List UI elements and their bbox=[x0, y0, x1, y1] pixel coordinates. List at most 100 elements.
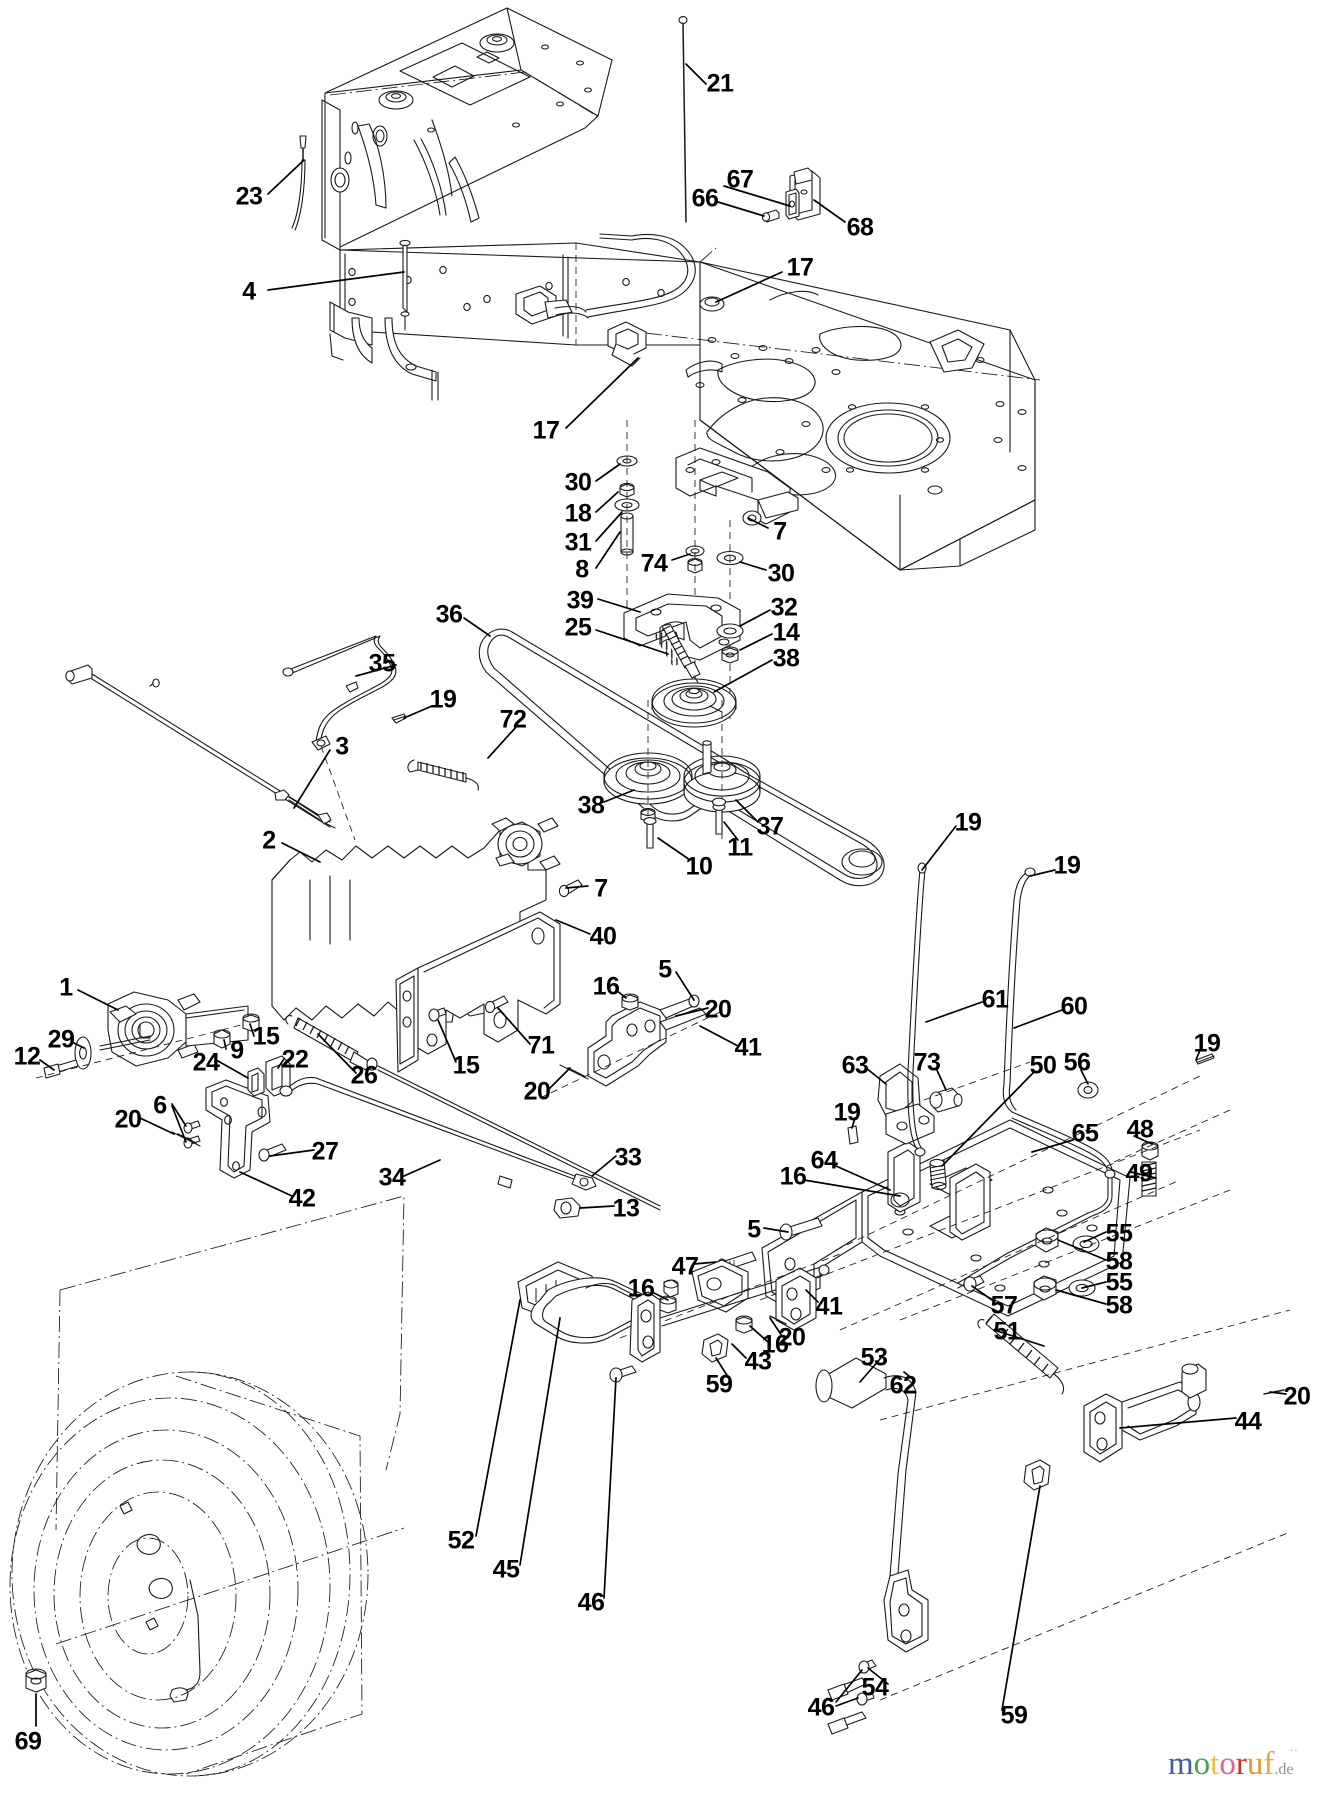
callout-42: 42 bbox=[288, 1184, 316, 1213]
callout-64: 64 bbox=[810, 1146, 838, 1175]
callout-21: 21 bbox=[706, 69, 734, 98]
watermark-letter: r bbox=[1235, 1746, 1247, 1782]
rod-34-33 bbox=[279, 1076, 597, 1191]
callout-19e: 19 bbox=[833, 1098, 861, 1127]
park-brake-pedal bbox=[815, 1309, 1291, 1735]
callout-11: 11 bbox=[727, 833, 753, 862]
callout-12: 12 bbox=[13, 1042, 41, 1071]
callout-16c: 16 bbox=[627, 1274, 655, 1303]
control-panel-assembly bbox=[759, 862, 1231, 1331]
belt-and-pulleys bbox=[478, 628, 885, 887]
callout-74: 74 bbox=[640, 549, 668, 578]
callout-2: 2 bbox=[262, 826, 276, 855]
watermark-letter: m bbox=[1168, 1746, 1194, 1782]
part-rod-21 bbox=[678, 16, 688, 223]
callout-9: 9 bbox=[230, 1036, 244, 1065]
callout-33: 33 bbox=[614, 1143, 642, 1172]
callout-7a: 7 bbox=[773, 517, 787, 546]
watermark-letter: f bbox=[1263, 1746, 1275, 1782]
callout-58b: 58 bbox=[1105, 1291, 1133, 1320]
leader-lines bbox=[35, 63, 1287, 1727]
callout-40: 40 bbox=[589, 922, 617, 951]
callout-30a: 30 bbox=[564, 468, 592, 497]
callout-20a: 20 bbox=[704, 995, 732, 1024]
switch-assembly-66-67-68 bbox=[761, 167, 821, 223]
callout-41b: 41 bbox=[815, 1292, 843, 1321]
callout-36: 36 bbox=[435, 600, 463, 629]
callout-16a: 16 bbox=[592, 972, 620, 1001]
callout-63: 63 bbox=[841, 1051, 869, 1080]
callout-5a: 5 bbox=[658, 955, 672, 984]
watermark-letter: u bbox=[1246, 1746, 1264, 1782]
callout-20d: 20 bbox=[778, 1323, 806, 1352]
callout-58a: 58 bbox=[1105, 1247, 1133, 1276]
callout-27: 27 bbox=[311, 1137, 339, 1166]
callout-54: 54 bbox=[861, 1673, 889, 1702]
callout-24: 24 bbox=[192, 1048, 220, 1077]
callout-41a: 41 bbox=[734, 1033, 762, 1062]
callout-43: 43 bbox=[744, 1347, 772, 1376]
callout-3: 3 bbox=[335, 732, 349, 761]
callout-55b: 55 bbox=[1105, 1268, 1133, 1297]
callout-73: 73 bbox=[913, 1048, 941, 1077]
callout-15b: 15 bbox=[452, 1051, 480, 1080]
callout-19b: 19 bbox=[954, 808, 982, 837]
transmission-2 bbox=[271, 817, 583, 1073]
watermark-suffix: .de bbox=[1274, 1761, 1294, 1778]
callout-16d: 16 bbox=[761, 1330, 789, 1359]
callout-8: 8 bbox=[575, 555, 589, 584]
watermark-dot: ·· bbox=[1289, 1744, 1299, 1759]
spring-25 bbox=[653, 623, 701, 687]
callout-68: 68 bbox=[846, 213, 874, 242]
idler-bracket-assembly bbox=[623, 420, 744, 728]
callout-46a: 46 bbox=[577, 1588, 605, 1617]
callout-38b: 38 bbox=[577, 791, 605, 820]
motoruf-watermark: motoruf··.de bbox=[1168, 1745, 1298, 1782]
callout-23: 23 bbox=[235, 182, 263, 211]
callout-39: 39 bbox=[566, 586, 594, 615]
callout-20e: 20 bbox=[1283, 1382, 1311, 1411]
callout-52: 52 bbox=[447, 1526, 475, 1555]
callout-38a: 38 bbox=[772, 644, 800, 673]
callout-69: 69 bbox=[14, 1727, 42, 1756]
callout-65: 65 bbox=[1071, 1119, 1099, 1148]
callout-26: 26 bbox=[350, 1061, 378, 1090]
callout-45: 45 bbox=[492, 1555, 520, 1584]
callout-71: 71 bbox=[527, 1031, 555, 1060]
callout-53: 53 bbox=[860, 1343, 888, 1372]
callout-48: 48 bbox=[1126, 1115, 1154, 1144]
callout-1: 1 bbox=[59, 973, 73, 1002]
pivot-bracket-41a bbox=[539, 993, 721, 1099]
callout-13: 13 bbox=[612, 1194, 640, 1223]
spring-26-rod bbox=[285, 1015, 661, 1219]
callout-19d: 19 bbox=[1193, 1029, 1221, 1058]
callout-67: 67 bbox=[726, 165, 754, 194]
callout-17b: 17 bbox=[532, 416, 560, 445]
rear-wheel-phantom bbox=[9, 1195, 405, 1777]
callout-44: 44 bbox=[1234, 1407, 1262, 1436]
hub-assembly-1 bbox=[35, 991, 261, 1079]
callout-10: 10 bbox=[685, 852, 713, 881]
watermark-letter: o bbox=[1219, 1746, 1236, 1782]
callout-46b: 46 bbox=[807, 1693, 835, 1722]
callout-29: 29 bbox=[47, 1025, 75, 1054]
callout-22: 22 bbox=[281, 1045, 309, 1074]
pedal-linkage-lower bbox=[619, 1217, 841, 1363]
watermark-letter: o bbox=[1193, 1746, 1211, 1782]
callout-59a: 59 bbox=[705, 1370, 733, 1399]
callout-32: 32 bbox=[770, 593, 798, 622]
callout-17a: 17 bbox=[786, 253, 814, 282]
callout-60: 60 bbox=[1060, 992, 1088, 1021]
callout-61: 61 bbox=[981, 985, 1009, 1014]
washer-stack-30-18-31-8 bbox=[614, 420, 640, 620]
callout-16b: 16 bbox=[779, 1162, 807, 1191]
callout-6: 6 bbox=[153, 1091, 167, 1120]
pulley-38a bbox=[651, 678, 737, 728]
chassis-deck-main bbox=[607, 247, 1041, 571]
callout-14: 14 bbox=[772, 618, 800, 647]
callout-49: 49 bbox=[1125, 1159, 1153, 1188]
callout-30b: 30 bbox=[767, 559, 795, 588]
callout-66: 66 bbox=[691, 184, 719, 213]
chassis-frame-upper bbox=[291, 7, 701, 401]
